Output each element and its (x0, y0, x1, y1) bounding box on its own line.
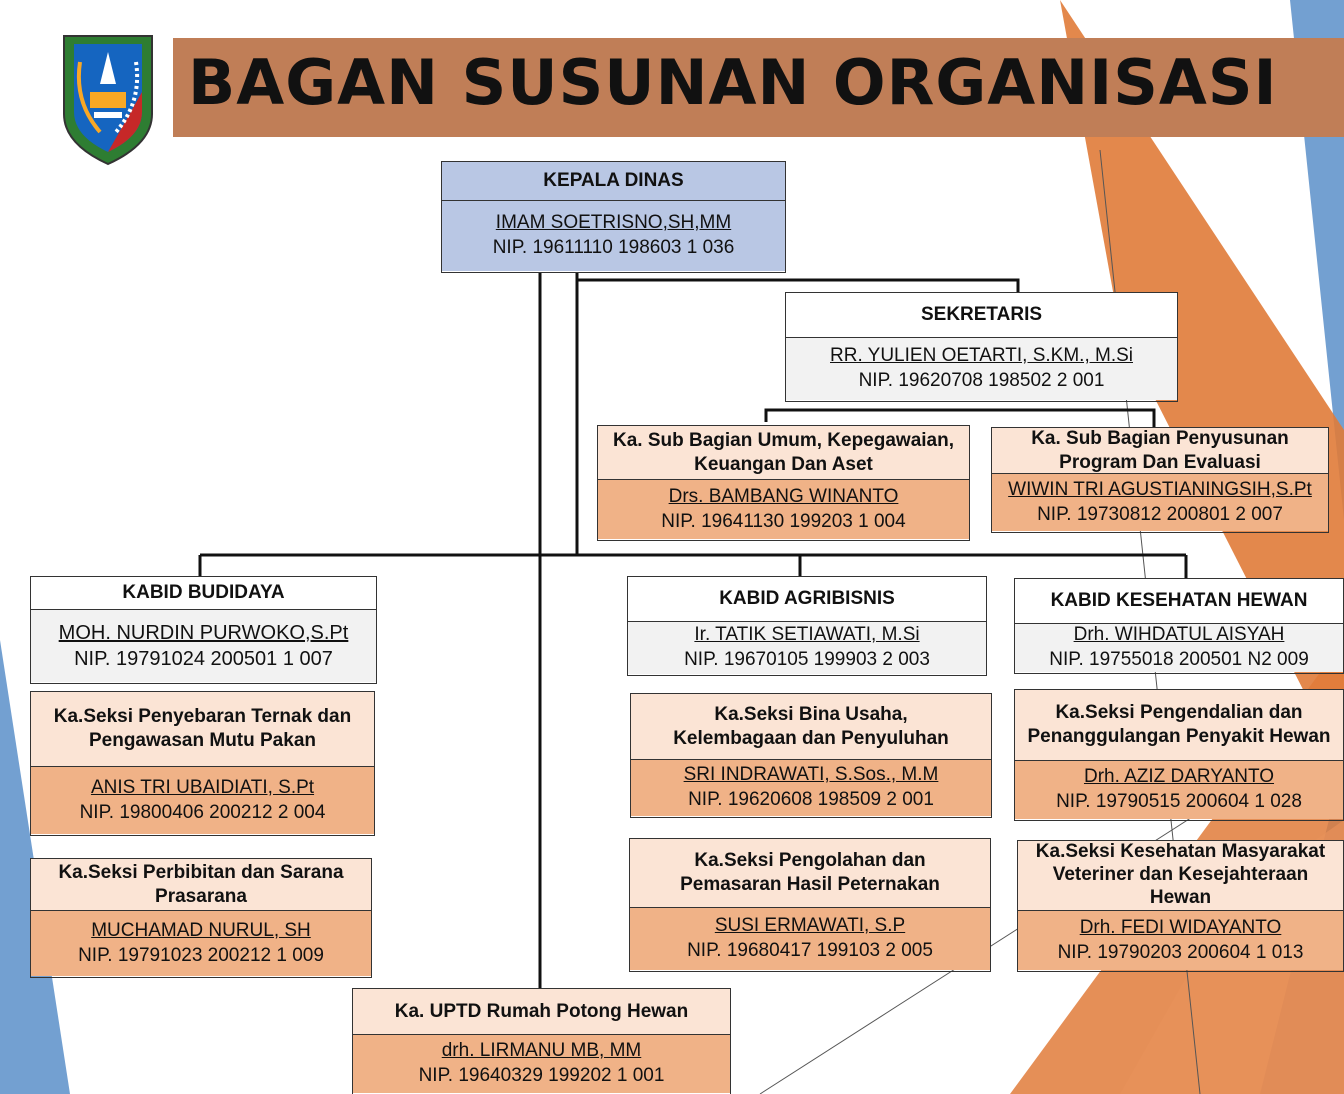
officer-info: SUSI ERMAWATI, S.P NIP. 19680417 199103 … (630, 908, 990, 970)
uptd-box: Ka. UPTD Rumah Potong Hewan drh. LIRMANU… (352, 988, 731, 1094)
seksi-kesmavet-box: Ka.Seksi Kesehatan Masyarakat Veteriner … (1017, 840, 1344, 972)
subbag-program-box: Ka. Sub Bagian Penyusunan Program Dan Ev… (991, 427, 1329, 533)
officer-nip: NIP. 19790203 200604 1 013 (1057, 941, 1304, 963)
officer-name: MUCHAMAD NURUL, SH (91, 919, 311, 941)
connector-line (764, 408, 1156, 427)
position-title: Ka.Seksi Bina Usaha, Kelembagaan dan Pen… (631, 694, 991, 760)
position-title: Ka. UPTD Rumah Potong Hewan (353, 989, 730, 1035)
officer-info: Drh. FEDI WIDAYANTO NIP. 19790203 200604… (1018, 911, 1343, 970)
officer-info: drh. LIRMANU MB, MM NIP. 19640329 199202… (353, 1035, 730, 1093)
officer-name: Drh. WIHDATUL AISYAH (1073, 624, 1285, 646)
position-title: Ka. Sub Bagian Umum, Kepegawaian, Keuang… (598, 426, 969, 480)
kabid-keswan-box: KABID KESEHATAN HEWAN Drh. WIHDATUL AISY… (1014, 578, 1344, 674)
position-title: Ka.Seksi Perbibitan dan Sarana Prasarana (31, 859, 371, 911)
officer-info: IMAM SOETRISNO,SH,MM NIP. 19611110 19860… (442, 201, 785, 271)
officer-info: Drh. WIHDATUL AISYAH NIP. 19755018 20050… (1015, 624, 1343, 672)
officer-name: drh. LIRMANU MB, MM (441, 1040, 642, 1062)
connector-line (577, 278, 1020, 292)
officer-info: MOH. NURDIN PURWOKO,S.Pt NIP. 19791024 2… (31, 610, 376, 682)
seksi-pengendalian-box: Ka.Seksi Pengendalian dan Penanggulangan… (1014, 689, 1344, 821)
officer-nip: NIP. 19680417 199103 2 005 (687, 940, 933, 961)
position-title: Ka.Seksi Kesehatan Masyarakat Veteriner … (1018, 841, 1343, 911)
sekretaris-box: SEKRETARIS RR. YULIEN OETARTI, S.KM., M.… (785, 292, 1178, 402)
officer-name: IMAM SOETRISNO,SH,MM (495, 212, 732, 234)
officer-info: ANIS TRI UBAIDIATI, S.Pt NIP. 19800406 2… (31, 767, 374, 834)
officer-name: Drh. FEDI WIDAYANTO (1079, 916, 1282, 938)
seksi-penyebaran-box: Ka.Seksi Penyebaran Ternak dan Pengawasa… (30, 691, 375, 836)
officer-name: Ir. TATIK SETIAWATI, M.Si (694, 624, 920, 646)
officer-info: RR. YULIEN OETARTI, S.KM., M.Si NIP. 196… (786, 338, 1177, 400)
officer-nip: NIP. 19611110 198603 1 036 (492, 237, 735, 258)
page-title: BAGAN SUSUNAN ORGANISASI (188, 46, 1278, 119)
position-title: KEPALA DINAS (442, 162, 785, 201)
kabid-agribisnis-box: KABID AGRIBISNIS Ir. TATIK SETIAWATI, M.… (627, 576, 987, 676)
position-title: Ka.Seksi Penyebaran Ternak dan Pengawasa… (31, 692, 374, 767)
seksi-pengolahan-box: Ka.Seksi Pengolahan dan Pemasaran Hasil … (629, 838, 991, 972)
officer-info: SRI INDRAWATI, S.Sos., M.M NIP. 19620608… (631, 760, 991, 816)
officer-name: MOH. NURDIN PURWOKO,S.Pt (58, 622, 349, 644)
officer-name: Drh. AZIZ DARYANTO (1083, 766, 1275, 788)
officer-nip: NIP. 19730812 200801 2 007 (1037, 503, 1283, 525)
officer-name: SRI INDRAWATI, S.Sos., M.M (683, 764, 939, 786)
officer-nip: NIP. 19620608 198509 2 001 (688, 789, 934, 810)
position-title: Ka. Sub Bagian Penyusunan Program Dan Ev… (992, 428, 1328, 474)
officer-info: MUCHAMAD NURUL, SH NIP. 19791023 200212 … (31, 911, 371, 976)
officer-nip: NIP. 19790515 200604 1 028 (1056, 791, 1302, 812)
subbag-umum-box: Ka. Sub Bagian Umum, Kepegawaian, Keuang… (597, 425, 970, 541)
position-title: KABID BUDIDAYA (31, 577, 376, 610)
accent-shape-orange-right (1060, 0, 1344, 770)
officer-nip: NIP. 19800406 200212 2 004 (79, 801, 326, 823)
officer-nip: NIP. 19791023 200212 1 009 (78, 944, 324, 966)
officer-nip: NIP. 19620708 198502 2 001 (858, 370, 1105, 391)
position-title: Ka.Seksi Pengendalian dan Penanggulangan… (1015, 690, 1343, 761)
officer-nip: NIP. 19755018 200501 N2 009 (1049, 649, 1309, 670)
officer-nip: NIP. 19791024 200501 1 007 (74, 648, 333, 670)
officer-nip: NIP. 19670105 199903 2 003 (684, 649, 930, 670)
seksi-bina-usaha-box: Ka.Seksi Bina Usaha, Kelembagaan dan Pen… (630, 693, 992, 818)
officer-info: WIWIN TRI AGUSTIANINGSIH,S.Pt NIP. 19730… (992, 474, 1328, 531)
officer-name: RR. YULIEN OETARTI, S.KM., M.Si (830, 345, 1133, 367)
officer-name: ANIS TRI UBAIDIATI, S.Pt (90, 776, 315, 798)
provincial-emblem-icon (63, 35, 153, 166)
officer-nip: NIP. 19641130 199203 1 004 (661, 510, 906, 532)
title-band (173, 38, 1344, 137)
officer-name: SUSI ERMAWATI, S.P (714, 915, 906, 937)
seksi-perbibitan-box: Ka.Seksi Perbibitan dan Sarana Prasarana… (30, 858, 372, 978)
officer-nip: NIP. 19640329 199202 1 001 (418, 1065, 665, 1086)
position-title: Ka.Seksi Pengolahan dan Pemasaran Hasil … (630, 839, 990, 908)
position-title: KABID AGRIBISNIS (628, 577, 986, 622)
position-title: KABID KESEHATAN HEWAN (1015, 579, 1343, 624)
position-title: SEKRETARIS (786, 293, 1177, 338)
officer-info: Drs. BAMBANG WINANTO NIP. 19641130 19920… (598, 480, 969, 539)
officer-info: Ir. TATIK SETIAWATI, M.Si NIP. 19670105 … (628, 622, 986, 674)
accent-diagonal-line-2 (759, 779, 1251, 1094)
kabid-budidaya-box: KABID BUDIDAYA MOH. NURDIN PURWOKO,S.Pt … (30, 576, 377, 684)
officer-name: WIWIN TRI AGUSTIANINGSIH,S.Pt (1008, 478, 1312, 500)
officer-name: Drs. BAMBANG WINANTO (668, 485, 899, 507)
kepala-dinas-box: KEPALA DINAS IMAM SOETRISNO,SH,MM NIP. 1… (441, 161, 786, 273)
officer-info: Drh. AZIZ DARYANTO NIP. 19790515 200604 … (1015, 761, 1343, 819)
